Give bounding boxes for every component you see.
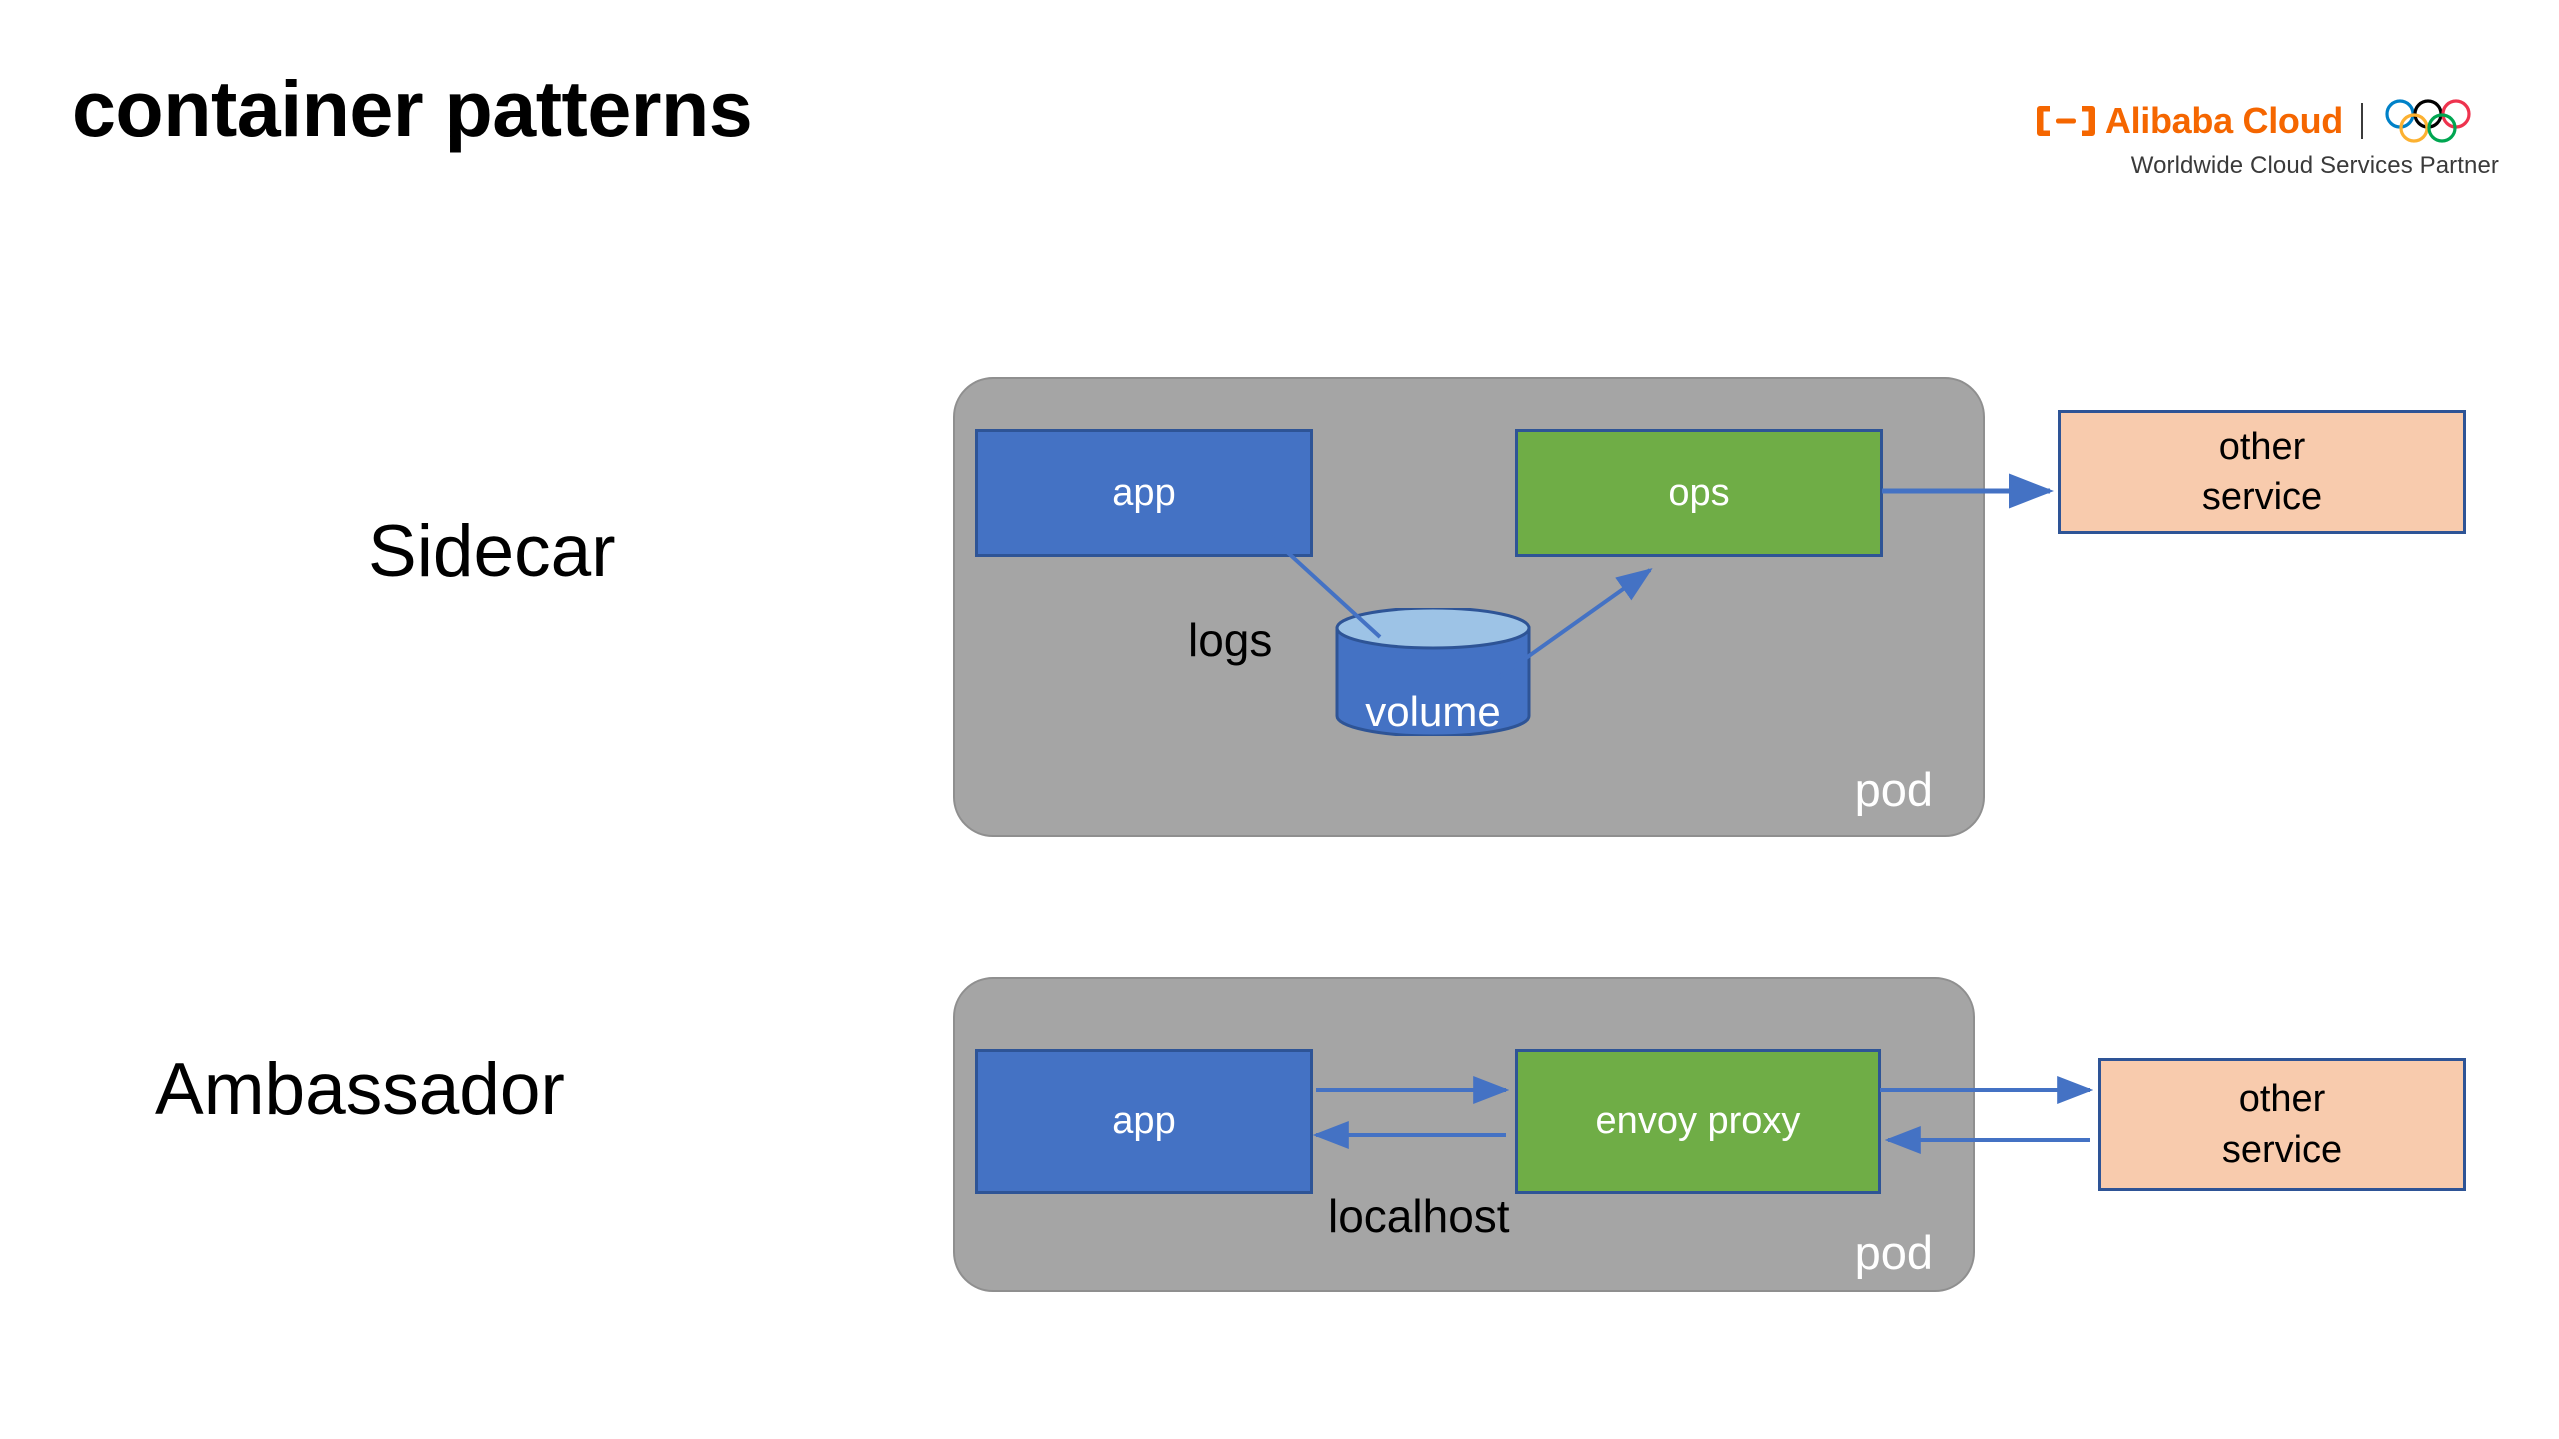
- volume-cylinder: [1333, 606, 1533, 738]
- container-box-ops: ops: [1515, 429, 1883, 557]
- edge-label-logs: logs: [1188, 614, 1273, 666]
- external-service-line2: service: [2221, 1128, 2343, 1171]
- cylinder-icon: [1335, 606, 1531, 738]
- external-service-ambassador: other service: [2098, 1058, 2466, 1191]
- container-box-envoy-proxy: envoy proxy: [1515, 1049, 1881, 1194]
- edge-label-localhost: localhost: [1328, 1190, 1510, 1242]
- external-service-line2: service: [2201, 476, 2323, 518]
- volume-label: volume: [1365, 688, 1501, 735]
- brand-name: Alibaba Cloud: [2104, 100, 2343, 141]
- pattern-label-sidecar: Sidecar: [368, 511, 616, 592]
- brand-divider: [2361, 103, 2363, 139]
- external-service-line1: other: [2238, 1078, 2326, 1121]
- external-service-line1: other: [2218, 425, 2306, 468]
- pattern-label-ambassador: Ambassador: [155, 1049, 565, 1130]
- pod-container-ambassador: app envoy proxy pod: [953, 977, 1975, 1292]
- pod-container-sidecar: app ops pod: [953, 377, 1985, 837]
- olympic-rings-icon: [2385, 99, 2471, 143]
- container-box-app: app: [975, 429, 1313, 557]
- external-service-sidecar: other service: [2058, 410, 2466, 534]
- brand-logo-row: Alibaba Cloud: [2036, 98, 2499, 144]
- alibaba-cloud-mark-icon: [2036, 106, 2095, 136]
- brand-logo: Alibaba Cloud Worldwide Cloud Services P…: [2036, 98, 2499, 188]
- pod-label-ambassador: pod: [1854, 1226, 1933, 1279]
- pod-label-sidecar: pod: [1854, 763, 1933, 816]
- container-box-app-ambassador: app: [975, 1049, 1313, 1194]
- page-title: container patterns: [72, 64, 753, 153]
- brand-tagline: Worldwide Cloud Services Partner: [2130, 152, 2499, 179]
